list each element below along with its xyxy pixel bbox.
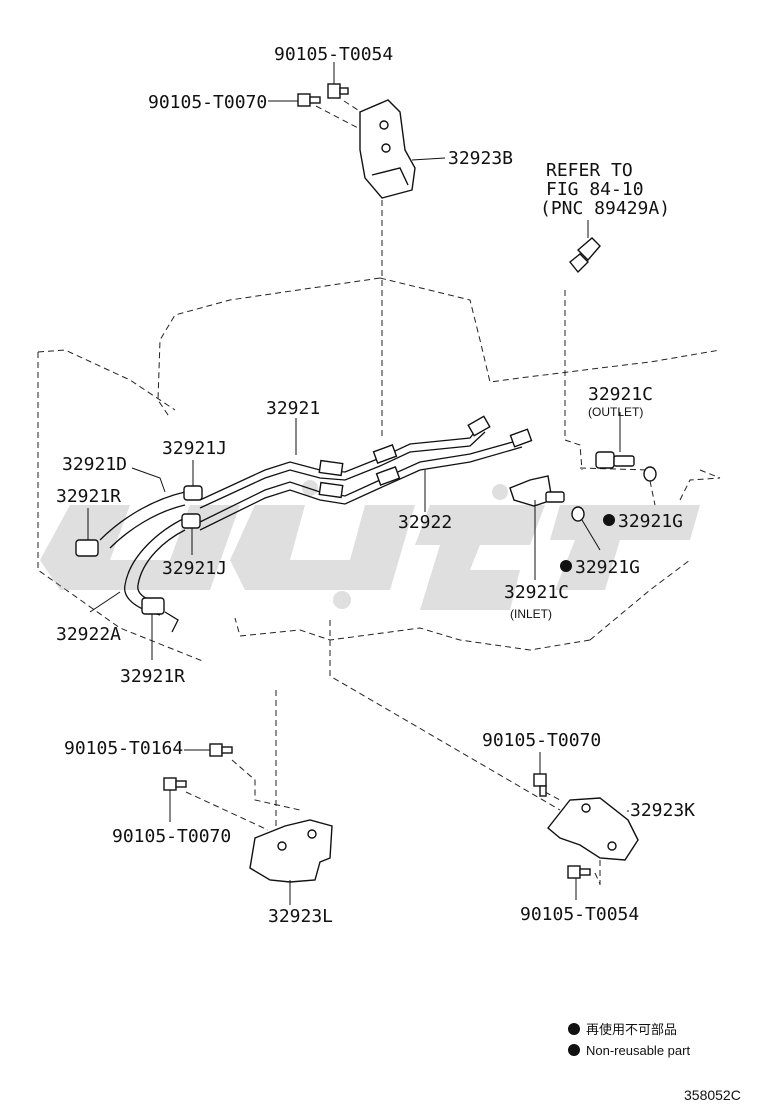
non-reusable-mark-1 <box>603 514 615 526</box>
non-reusable-mark-2 <box>560 560 572 572</box>
label-hose-d: 32921D <box>62 454 127 475</box>
illustration-code: 358052C <box>684 1087 741 1103</box>
sensor-icon <box>569 220 601 274</box>
label-bolt-right-1: 90105-T0070 <box>482 730 601 751</box>
fitting-icon-outlet <box>595 412 635 469</box>
gasket-icon-1 <box>643 466 657 506</box>
label-gasket-g2: 32921G <box>575 557 640 578</box>
label-bracket-right: 32923K <box>630 800 695 821</box>
label-refer-line2: FIG 84-10 <box>546 179 644 200</box>
cooler-pipes <box>199 415 533 531</box>
bracket-32923k <box>547 797 639 861</box>
fitting-icon-inlet <box>509 475 565 580</box>
label-clamp-j-top: 32921J <box>162 438 227 459</box>
bracket-32923b <box>359 99 446 199</box>
label-outlet-note: (OUTLET) <box>588 405 643 419</box>
clamp-icon-j-top <box>183 460 203 501</box>
label-clamp-j-bottom: 32921J <box>162 558 227 579</box>
bracket-32923l <box>249 819 333 905</box>
label-bolt-top-2: 90105-T0070 <box>148 92 267 113</box>
legend-dot-2 <box>568 1044 580 1056</box>
label-bolt-top-1: 90105-T0054 <box>274 44 393 65</box>
label-inlet-part: 32921C <box>504 582 569 603</box>
legend: 再使用不可部品 Non-reusable part <box>568 1022 690 1058</box>
label-hose-a: 32922A <box>56 624 121 645</box>
label-inlet-note: (INLET) <box>510 607 552 621</box>
gasket-icon-2 <box>571 506 601 551</box>
legend-line-1: 再使用不可部品 <box>586 1022 677 1037</box>
label-bolt-right-2: 90105-T0054 <box>520 904 639 925</box>
label-refer-line3: (PNC 89429A) <box>540 198 670 219</box>
clamp-icon-r-left <box>75 508 99 557</box>
legend-dot-1 <box>568 1023 580 1035</box>
label-tube-32922: 32922 <box>398 512 452 533</box>
label-tube-main: 32921 <box>266 398 320 419</box>
label-refer-line1: REFER TO <box>546 160 633 181</box>
label-clamp-r-left: 32921R <box>56 486 121 507</box>
label-gasket-g1: 32921G <box>618 511 683 532</box>
label-bolt-left-2: 90105-T0070 <box>112 826 231 847</box>
bolt-icon-left-2 <box>163 777 187 822</box>
bolt-icon-right-2 <box>567 865 591 900</box>
legend-line-2: Non-reusable part <box>586 1043 690 1058</box>
label-clamp-r-bottom: 32921R <box>120 666 185 687</box>
label-bracket-left: 32923L <box>268 906 333 927</box>
clamp-icon-j-bottom <box>181 513 201 555</box>
bolt-icon-left-1 <box>184 743 233 757</box>
label-bolt-left-1: 90105-T0164 <box>64 738 183 759</box>
bolt-icon-right-1 <box>533 752 547 797</box>
bolt-icon-top-1 <box>327 62 349 99</box>
label-bracket-top: 32923B <box>448 148 513 169</box>
clamp-icon-r-bottom <box>141 597 165 660</box>
bolt-icon-top-2 <box>268 93 321 107</box>
label-outlet-part: 32921C <box>588 384 653 405</box>
engine-outline <box>37 100 721 885</box>
